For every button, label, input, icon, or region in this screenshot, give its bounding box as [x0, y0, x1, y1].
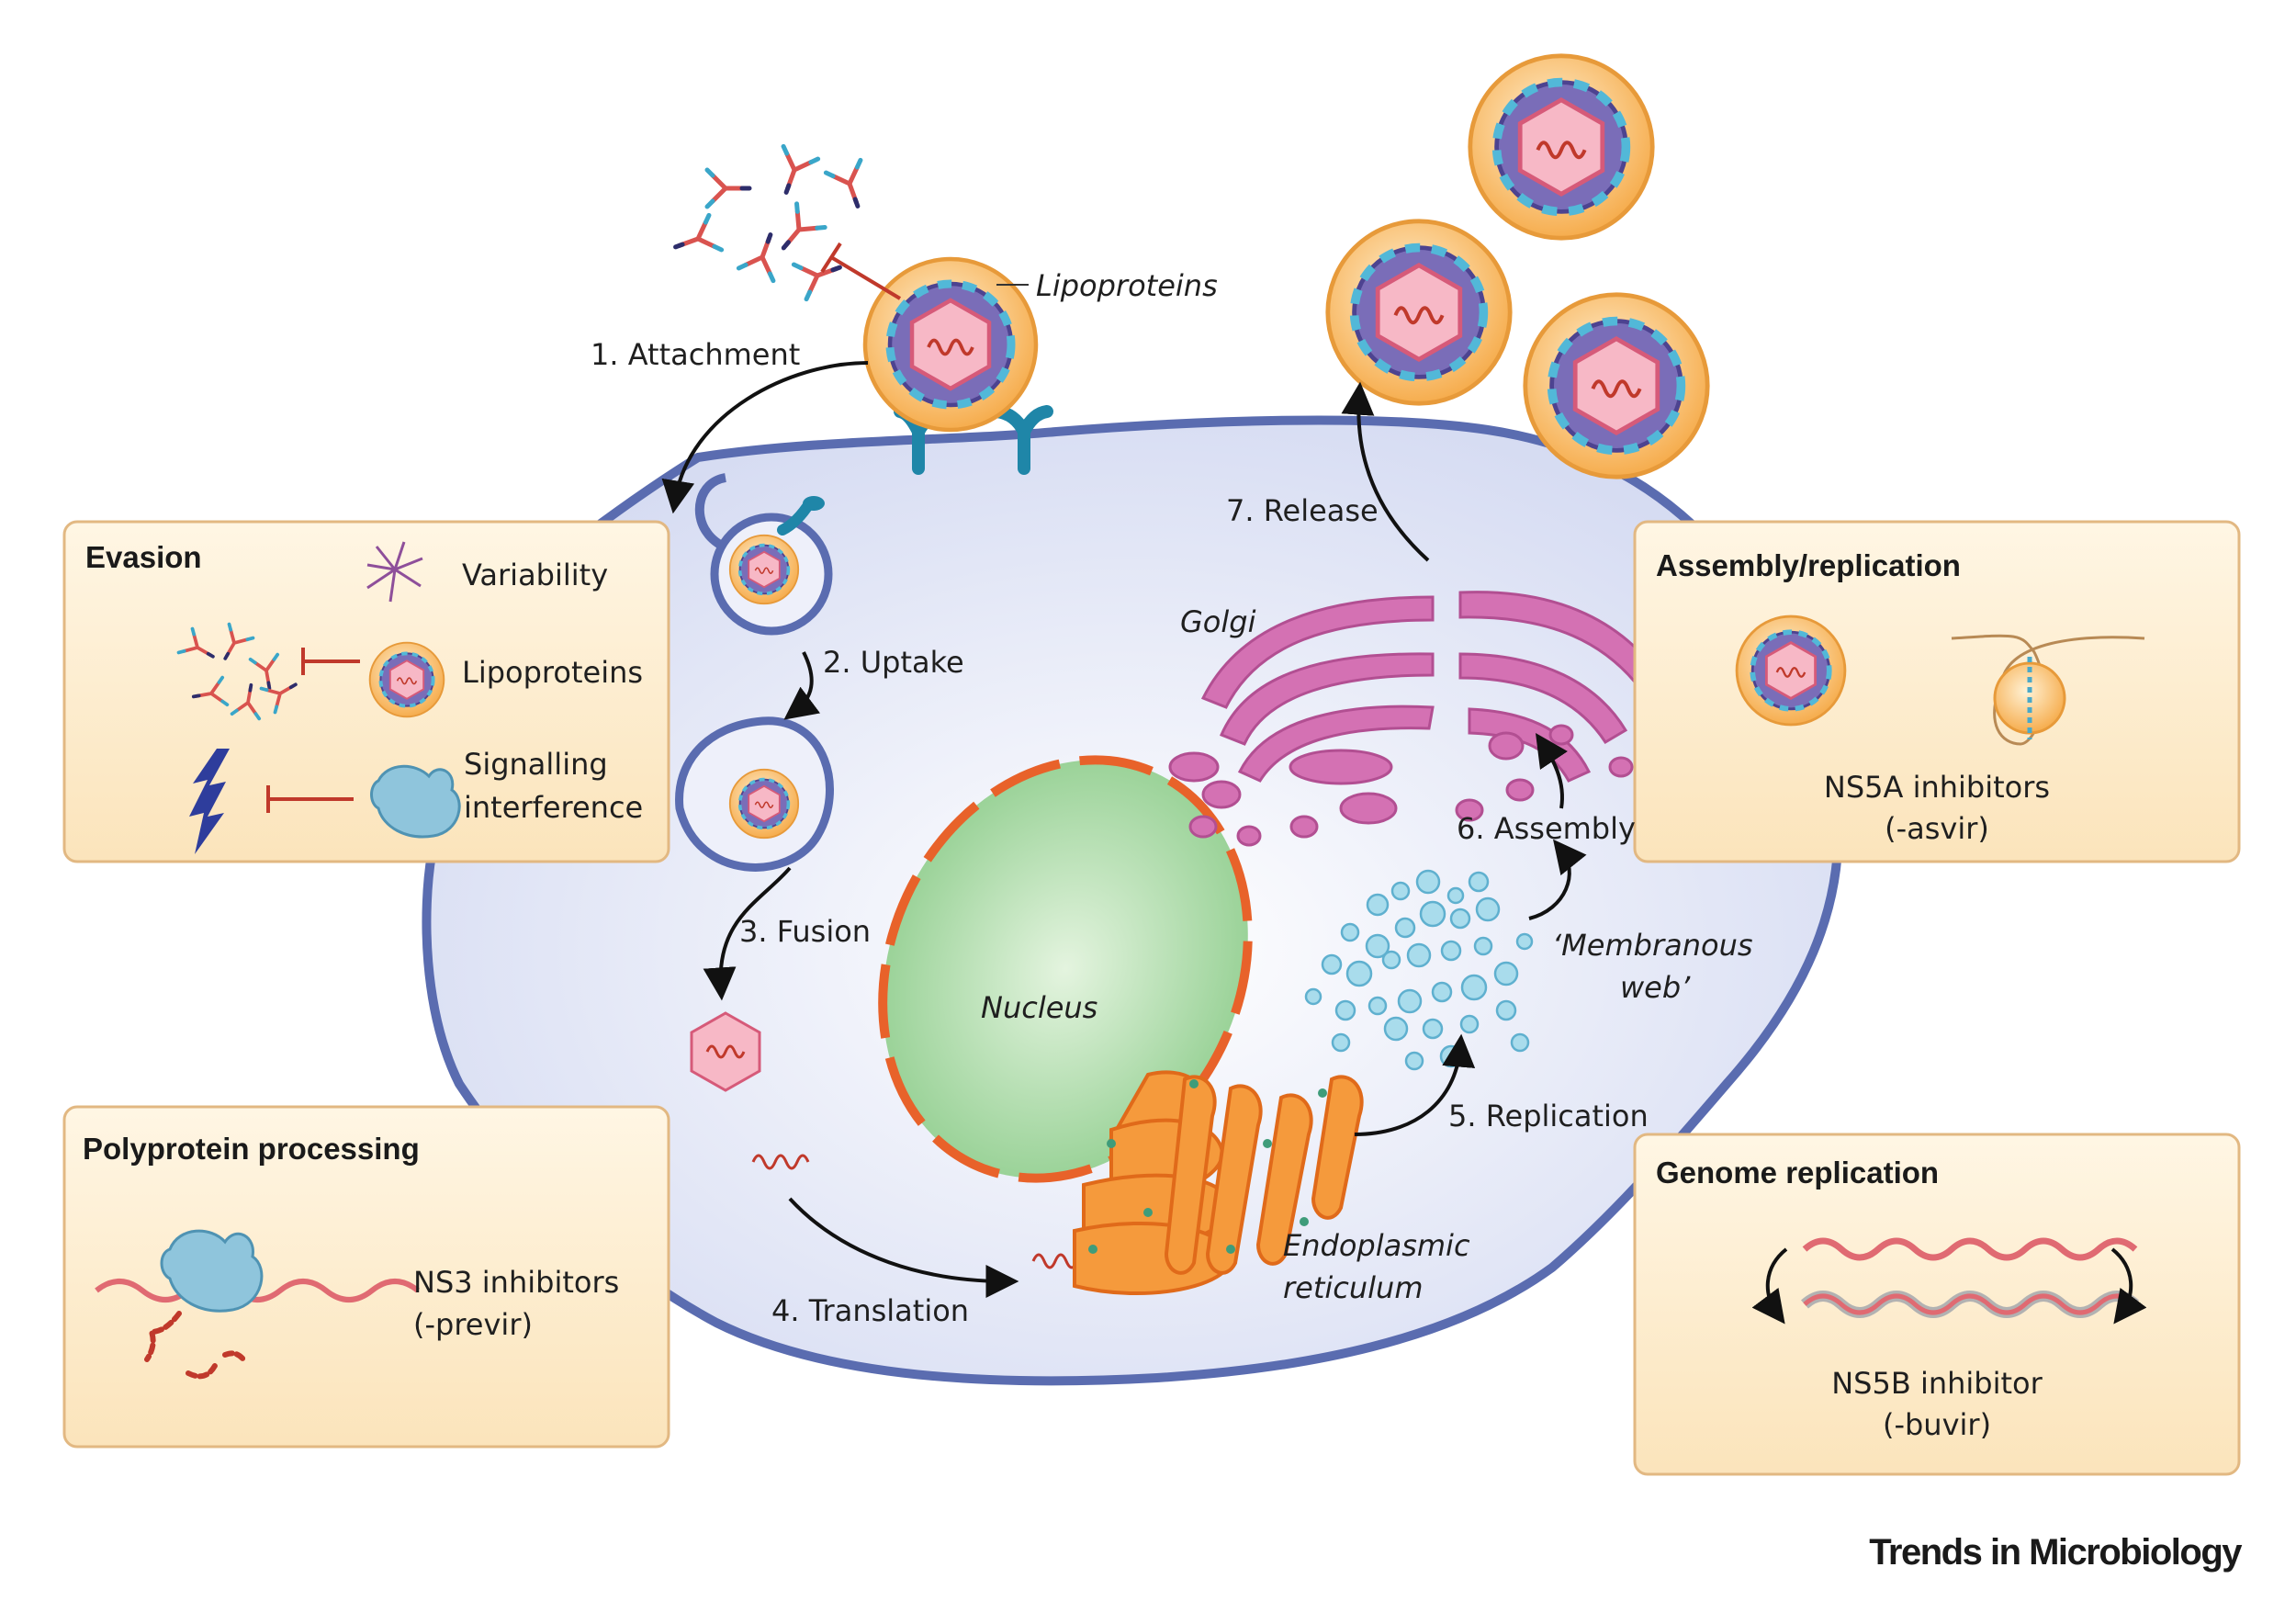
evasion-lipoproteins: Lipoproteins — [462, 655, 644, 690]
polyprotein-box — [62, 1105, 670, 1449]
genome-title: Genome replication — [1656, 1156, 1940, 1189]
variability-icon — [366, 541, 423, 603]
assembly-drug-2: (-asvir) — [1885, 811, 1989, 846]
genome-drug-1: NS5B inhibitor — [1831, 1366, 2043, 1401]
polyprotein-drug-2: (-previr) — [413, 1307, 533, 1342]
assembly-title: Assembly/replication — [1656, 548, 1961, 582]
cleaved-peptides — [144, 1311, 246, 1380]
genome-drug-2: (-buvir) — [1882, 1407, 1992, 1442]
membranous-web — [1304, 869, 1534, 1071]
er-label-1: Endoplasmic — [1283, 1228, 1470, 1263]
evasion-box — [62, 520, 670, 863]
step-translation-label: 4. Translation — [771, 1293, 970, 1328]
arrow-attachment — [661, 361, 869, 514]
lightning-icon — [189, 749, 230, 854]
antibodies — [670, 146, 875, 299]
arrow-assembly — [1528, 839, 1587, 920]
budding-membrane — [1951, 634, 2145, 746]
journal-brand: Trends in Microbiology — [1869, 1532, 2242, 1573]
viral-rna — [751, 1154, 810, 1170]
polyprotein-title: Polyprotein processing — [83, 1132, 420, 1166]
evasion-title: Evasion — [85, 540, 202, 574]
arrow-translation — [788, 1197, 1019, 1298]
inhibit-antibodies — [820, 242, 902, 300]
step-release-label: 7. Release — [1226, 493, 1379, 528]
lipoproteins-label: Lipoproteins — [1036, 268, 1218, 303]
rna-template — [1802, 1237, 2138, 1261]
arrow-genome-right — [2110, 1247, 2147, 1325]
golgi-label: Golgi — [1180, 604, 1256, 639]
nucleus-label: Nucleus — [981, 990, 1098, 1025]
viral-rna — [1031, 1253, 1079, 1269]
arrow-replication — [1354, 1033, 1476, 1136]
endoplasmic-reticulum — [1073, 1070, 1364, 1296]
assembly-drug-1: NS5A inhibitors — [1823, 770, 2051, 805]
golgi — [1168, 591, 1665, 847]
step-replication-label: 5. Replication — [1448, 1099, 1649, 1133]
membranous-web-label-1: ‘Membranous — [1552, 928, 1753, 963]
step-assembly-label: 6. Assembly — [1457, 811, 1636, 846]
evasion-signalling-1: Signalling — [464, 747, 608, 782]
inhibit-evasion-2 — [266, 785, 354, 813]
er-label-2: reticulum — [1283, 1270, 1424, 1305]
released-capsid — [690, 1011, 761, 1092]
arrow-fusion — [703, 866, 792, 1001]
inhibit-evasion-1 — [301, 648, 360, 675]
polyprotein-rna — [95, 1279, 420, 1302]
step-attachment-label: 1. Attachment — [591, 337, 801, 372]
arrow-release — [1341, 381, 1430, 562]
genome-box — [1633, 1133, 2241, 1476]
arrow-assembly-2 — [1536, 733, 1568, 809]
protease-icon — [370, 764, 461, 839]
step-fusion-label: 3. Fusion — [739, 914, 872, 949]
polyprotein-drug-1: NS3 inhibitors — [413, 1265, 620, 1300]
assembly-box — [1633, 520, 2241, 863]
arrow-genome-left — [1751, 1247, 1788, 1325]
protease-icon — [160, 1229, 264, 1313]
evasion-signalling-2: interference — [464, 790, 644, 825]
arrow-uptake — [783, 651, 821, 720]
evasion-variability: Variability — [462, 558, 609, 592]
step-uptake-label: 2. Uptake — [823, 645, 964, 680]
membranous-web-label-2: web’ — [1620, 970, 1691, 1005]
